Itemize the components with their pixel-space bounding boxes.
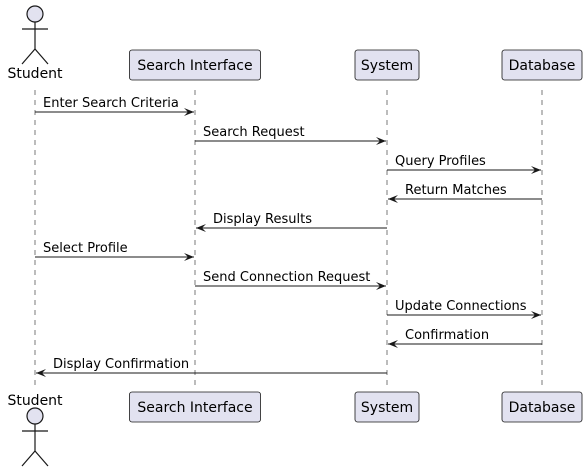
arrowhead-icon	[184, 253, 194, 261]
arrowhead-icon	[531, 311, 541, 319]
message-label: Confirmation	[405, 328, 489, 343]
participant-label: Database	[509, 58, 576, 74]
arrowhead-icon	[531, 166, 541, 174]
arrowhead-icon	[388, 340, 398, 348]
arrowhead-icon	[36, 369, 46, 377]
arrowhead-icon	[376, 282, 386, 290]
arrowhead-icon	[388, 195, 398, 203]
participant-database-bottom: Database	[501, 391, 583, 423]
arrowhead-icon	[184, 108, 194, 116]
actor-head-icon	[26, 5, 44, 23]
message-display-confirmation: Display Confirmation	[36, 357, 387, 377]
participant-database-top: Database	[501, 49, 583, 81]
participant-system-top: System	[354, 49, 420, 81]
actor-label: Student	[7, 66, 63, 82]
actor-right-leg-icon	[34, 450, 49, 467]
message-label: Update Connections	[395, 299, 527, 314]
participant-box	[501, 49, 583, 81]
message-label: Enter Search Criteria	[43, 96, 179, 111]
participant-system-bottom: System	[354, 391, 420, 423]
participant-box	[129, 49, 261, 81]
arrowhead-icon	[376, 137, 386, 145]
participant-box	[354, 49, 420, 81]
actor-left-leg-icon	[21, 450, 36, 467]
message-confirmation: Confirmation	[388, 328, 542, 348]
participant-search-interface-top: Search Interface	[129, 49, 261, 81]
actor-label: Student	[7, 393, 63, 409]
message-query-profiles: Query Profiles	[387, 154, 541, 174]
participant-box	[129, 391, 261, 423]
message-enter-search-criteria: Enter Search Criteria	[35, 96, 194, 116]
participant-label: Search Interface	[137, 58, 252, 74]
actor-student-bottom: Student	[7, 393, 63, 467]
participant-box	[354, 391, 420, 423]
message-send-connection-request: Send Connection Request	[195, 270, 386, 290]
message-label: Return Matches	[405, 183, 507, 198]
participant-search-interface-bottom: Search Interface	[129, 391, 261, 423]
message-label: Display Confirmation	[53, 357, 189, 372]
message-return-matches: Return Matches	[388, 183, 542, 203]
message-label: Search Request	[203, 125, 305, 140]
participant-label: Search Interface	[137, 400, 252, 416]
message-search-request: Search Request	[195, 125, 386, 145]
arrowhead-icon	[196, 224, 206, 232]
participant-label: System	[361, 400, 413, 416]
actor-student-top: Student	[7, 5, 63, 82]
actor-left-leg-icon	[21, 48, 36, 65]
participant-label: System	[361, 58, 413, 74]
message-label: Query Profiles	[395, 154, 486, 169]
message-select-profile: Select Profile	[35, 241, 194, 261]
participant-box	[501, 391, 583, 423]
actor-right-leg-icon	[34, 48, 49, 65]
message-display-results: Display Results	[196, 212, 387, 232]
participant-label: Database	[509, 400, 576, 416]
message-update-connections: Update Connections	[387, 299, 541, 319]
actor-head-icon	[26, 407, 44, 425]
message-label: Select Profile	[43, 241, 128, 256]
message-label: Display Results	[213, 212, 312, 227]
message-label: Send Connection Request	[203, 270, 370, 285]
